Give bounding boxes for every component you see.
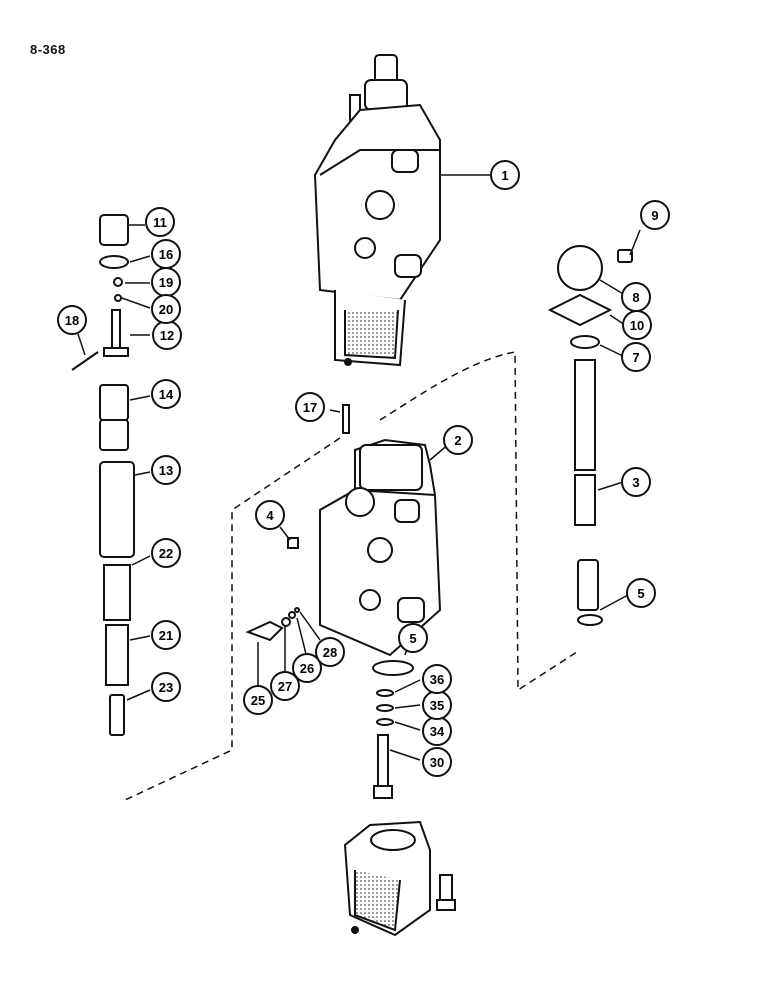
small-parts [245, 404, 414, 799]
callout-label: 10 [630, 318, 644, 333]
valve-section-top [313, 54, 441, 367]
callout-18: 18 [57, 305, 87, 335]
callout-label: 7 [632, 350, 639, 365]
callout-label: 9 [651, 208, 658, 223]
callout-label: 36 [430, 672, 444, 687]
callout-2: 2 [443, 425, 473, 455]
callout-label: 35 [430, 698, 444, 713]
callout-label: 5 [637, 586, 644, 601]
callout-19: 19 [151, 267, 181, 297]
callout-23: 23 [151, 672, 181, 702]
callout-7: 7 [621, 342, 651, 372]
callout-25: 25 [243, 685, 273, 715]
callout-27: 27 [270, 671, 300, 701]
callout-3: 3 [621, 467, 651, 497]
callout-label: 14 [159, 387, 174, 402]
callout-label: 17 [303, 400, 317, 415]
callout-label: 13 [159, 463, 173, 478]
callout-label: 20 [159, 302, 173, 317]
page-number: 8-368 [30, 42, 66, 57]
callout-label: 26 [300, 661, 314, 676]
callout-label: 5 [409, 631, 416, 646]
callout-1: 1 [490, 160, 520, 190]
callout-label: 27 [278, 679, 292, 694]
callout-9: 9 [640, 200, 670, 230]
callout-28: 28 [315, 637, 345, 667]
left-spool-stack [71, 214, 135, 736]
valve-end-cap [343, 820, 456, 937]
callout-label: 28 [323, 645, 337, 660]
callout-14: 14 [151, 379, 181, 409]
callout-label: 16 [159, 247, 173, 262]
callout-16: 16 [151, 239, 181, 269]
callout-label: 12 [160, 328, 174, 343]
assembly-dashed-lines [124, 351, 581, 801]
callout-17: 17 [295, 392, 325, 422]
callout-label: 11 [153, 215, 167, 230]
callout-label: 34 [430, 724, 445, 739]
callout-26: 26 [292, 653, 322, 683]
callout-11: 11 [145, 207, 175, 237]
callout-label: 19 [159, 275, 173, 290]
callout-34: 34 [422, 716, 452, 746]
callout-10: 10 [622, 310, 652, 340]
callout-label: 8 [632, 290, 639, 305]
callout-22: 22 [151, 538, 181, 568]
callout-label: 1 [501, 168, 508, 183]
callout-20: 20 [151, 294, 181, 324]
callout-label: 18 [65, 313, 79, 328]
callout-4: 4 [255, 500, 285, 530]
valve-section-middle [319, 438, 442, 657]
right-spool-stack [547, 245, 633, 626]
callout-36: 36 [422, 664, 452, 694]
callout-label: 4 [266, 508, 274, 523]
callout-label: 30 [430, 755, 444, 770]
callout-5-middle: 5 [398, 623, 428, 653]
callout-8: 8 [621, 282, 651, 312]
callout-label: 3 [632, 475, 639, 490]
callout-35: 35 [422, 690, 452, 720]
callout-30: 30 [422, 747, 452, 777]
callout-13: 13 [151, 455, 181, 485]
callout-5-right: 5 [626, 578, 656, 608]
callout-label: 25 [251, 693, 265, 708]
callout-label: 2 [454, 433, 461, 448]
callout-label: 22 [159, 546, 173, 561]
callout-label: 21 [159, 628, 173, 643]
callout-12: 12 [152, 320, 182, 350]
callout-21: 21 [151, 620, 181, 650]
callout-label: 23 [159, 680, 173, 695]
